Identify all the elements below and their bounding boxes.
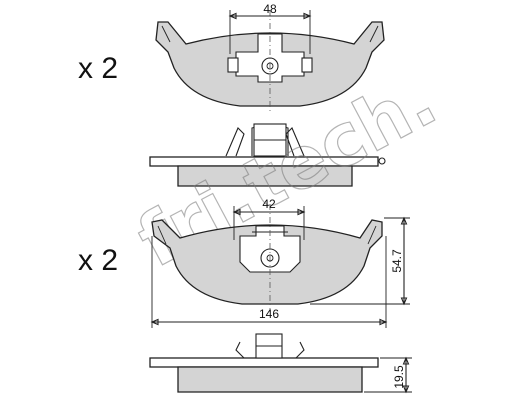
height-label: 54.7 bbox=[390, 249, 404, 273]
top-pad-right-tab bbox=[301, 57, 313, 73]
bottom-side-spring-clip bbox=[235, 341, 305, 359]
top-pad-side-view bbox=[149, 123, 386, 187]
bottom-width-dimension: 42 bbox=[232, 197, 306, 240]
bottom-side-lining bbox=[177, 366, 363, 393]
thickness-label: 19.5 bbox=[392, 365, 406, 389]
bottom-pad-backplate-edge bbox=[157, 225, 377, 245]
thickness-dimension: 19.5 bbox=[364, 356, 412, 394]
top-pad-quantity: x 2 bbox=[78, 52, 118, 85]
top-pad-view: 48 bbox=[155, 2, 385, 114]
bottom-side-backplate bbox=[149, 357, 379, 368]
top-width-dimension: 48 bbox=[228, 2, 312, 54]
top-side-wear-sensor bbox=[378, 157, 386, 165]
length-dimension: 146 bbox=[150, 236, 388, 328]
bottom-pad-quantity: x 2 bbox=[78, 244, 118, 277]
height-dimension: 54.7 bbox=[310, 216, 410, 306]
length-label: 146 bbox=[259, 307, 279, 321]
bottom-pad-side-view: 19.5 bbox=[149, 333, 412, 394]
top-side-lining bbox=[177, 165, 353, 187]
top-width-label: 48 bbox=[263, 2, 277, 16]
bottom-pad-view: 42 54.7 146 bbox=[150, 197, 410, 328]
bottom-width-label: 42 bbox=[262, 197, 276, 211]
top-pad-backplate-edge bbox=[161, 25, 379, 43]
top-pad-left-tab bbox=[227, 57, 239, 73]
